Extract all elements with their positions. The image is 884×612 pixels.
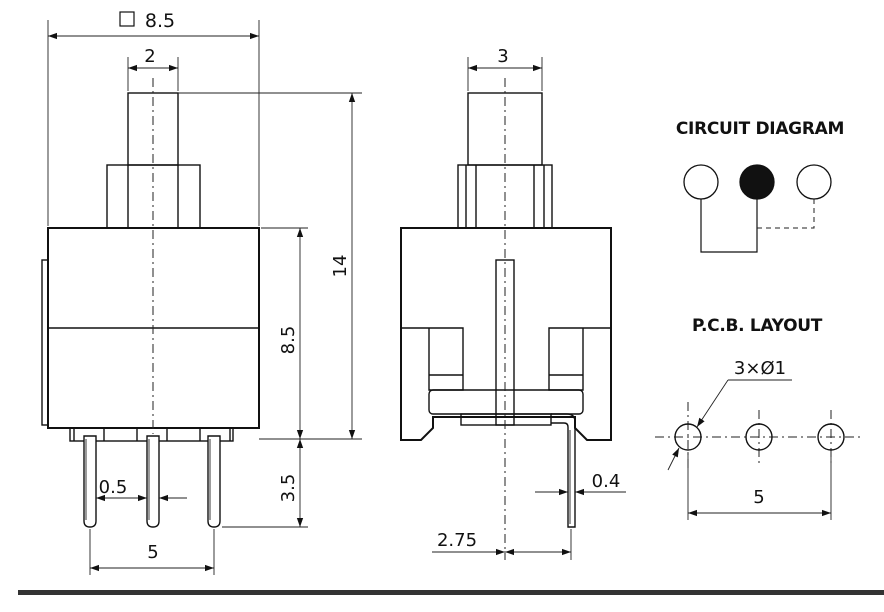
- circuit-diagram-title: CIRCUIT DIAGRAM: [676, 119, 844, 139]
- pcb-hole-3: [817, 423, 845, 451]
- pin-pitch-label: 5: [147, 542, 158, 563]
- pin-thickness-label: 0.4: [592, 471, 621, 492]
- body-width-label: 8.5: [145, 10, 175, 32]
- terminal-common: [739, 164, 775, 200]
- button-width-front-label: 2: [144, 46, 155, 67]
- hole-spec-label: 3×Ø1: [734, 358, 786, 379]
- square-symbol-icon: [119, 11, 135, 27]
- pcb-layout: P.C.B. LAYOUT 3×Ø1 5: [655, 316, 862, 520]
- front-dimensions: 8.5 2 14 8.5 3.5 0.5 5: [47, 10, 362, 575]
- bottom-divider: [18, 590, 884, 595]
- side-dimensions: 3 0.4 2.75: [432, 46, 626, 560]
- pcb-pitch-label: 5: [753, 487, 764, 508]
- button-width-side-label: 3: [497, 46, 508, 67]
- terminal-open-left: [683, 164, 719, 200]
- pin-length-label: 3.5: [278, 474, 299, 503]
- terminal-open-right: [796, 164, 832, 200]
- pcb-hole-2: [745, 423, 773, 451]
- pcb-hole-1: [674, 423, 702, 451]
- side-view: [400, 78, 612, 560]
- pcb-layout-title: P.C.B. LAYOUT: [692, 316, 823, 336]
- total-height-label: 14: [330, 255, 351, 278]
- body-height-label: 8.5: [278, 326, 299, 355]
- circuit-diagram: CIRCUIT DIAGRAM: [676, 119, 844, 253]
- pin-width-label: 0.5: [99, 477, 128, 498]
- pin-offset-label: 2.75: [437, 530, 477, 551]
- front-view: [41, 78, 260, 528]
